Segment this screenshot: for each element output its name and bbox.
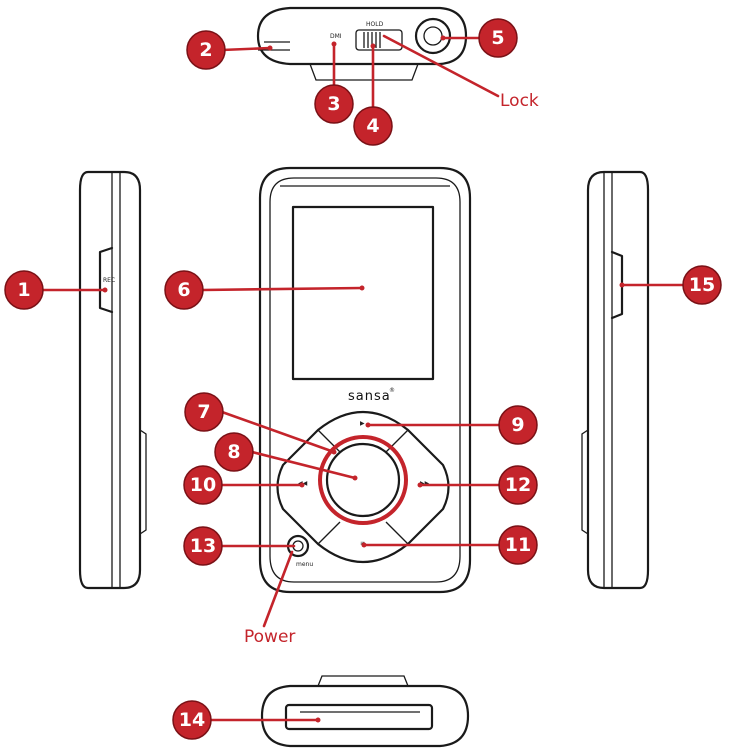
svg-text:3: 3	[327, 93, 340, 115]
callout-1: 1	[4, 270, 44, 310]
svg-text:15: 15	[689, 274, 715, 296]
callout-7: 7	[184, 392, 224, 432]
callout-3: 3	[314, 84, 354, 124]
dock-connector	[284, 703, 434, 731]
mic-label: DMI	[330, 33, 342, 40]
svg-text:7: 7	[197, 401, 210, 423]
svg-text:6: 6	[177, 279, 190, 301]
svg-text:10: 10	[190, 474, 216, 496]
hold-switch-ridges	[363, 32, 381, 48]
svg-text:5: 5	[491, 27, 504, 49]
svg-text:1: 1	[17, 279, 30, 301]
callout-11: 11	[498, 525, 538, 565]
callout-10: 10	[183, 465, 223, 505]
top-view: DMI HOLD	[256, 6, 468, 81]
power-label: Power	[244, 627, 295, 647]
callout-8: 8	[214, 432, 254, 472]
svg-text:13: 13	[190, 535, 216, 557]
rec-button[interactable]	[98, 246, 114, 314]
callout-12: 12	[498, 465, 538, 505]
svg-text:11: 11	[505, 534, 531, 556]
callout-6: 6	[164, 270, 204, 310]
left-side-view: REC	[78, 170, 147, 590]
right-side-view	[581, 170, 650, 590]
brand-logo: sansa	[348, 389, 391, 404]
callout-15: 15	[682, 265, 722, 305]
menu-label: menu	[296, 561, 313, 568]
lock-label: Lock	[500, 91, 539, 111]
svg-text:14: 14	[179, 709, 205, 731]
svg-text:4: 4	[366, 115, 379, 137]
svg-text:2: 2	[199, 39, 212, 61]
play-pause-glyph: ▶	[360, 420, 365, 427]
center-button[interactable]	[325, 442, 401, 518]
bottom-view	[260, 675, 470, 748]
brand-registered-mark: ®	[389, 387, 395, 394]
callout-4: 4	[353, 106, 393, 146]
leader-endpoints	[102, 35, 625, 723]
front-view: sansa ® ▶ ◀◀ ▶▶ ≡ menu	[258, 166, 472, 594]
svg-text:12: 12	[505, 474, 531, 496]
callout-5: 5	[478, 18, 518, 58]
callout-13: 13	[183, 526, 223, 566]
callout-14: 14	[172, 700, 212, 740]
center-button-ring	[318, 435, 408, 525]
next-glyph: ▶▶	[420, 480, 430, 487]
svg-text:9: 9	[511, 414, 524, 436]
svg-text:8: 8	[227, 441, 240, 463]
leader-lines	[40, 34, 684, 722]
rec-label: REC	[103, 277, 115, 284]
display-screen	[291, 205, 435, 381]
callout-2: 2	[186, 30, 226, 70]
hold-label: HOLD	[366, 21, 384, 28]
callout-9: 9	[498, 405, 538, 445]
